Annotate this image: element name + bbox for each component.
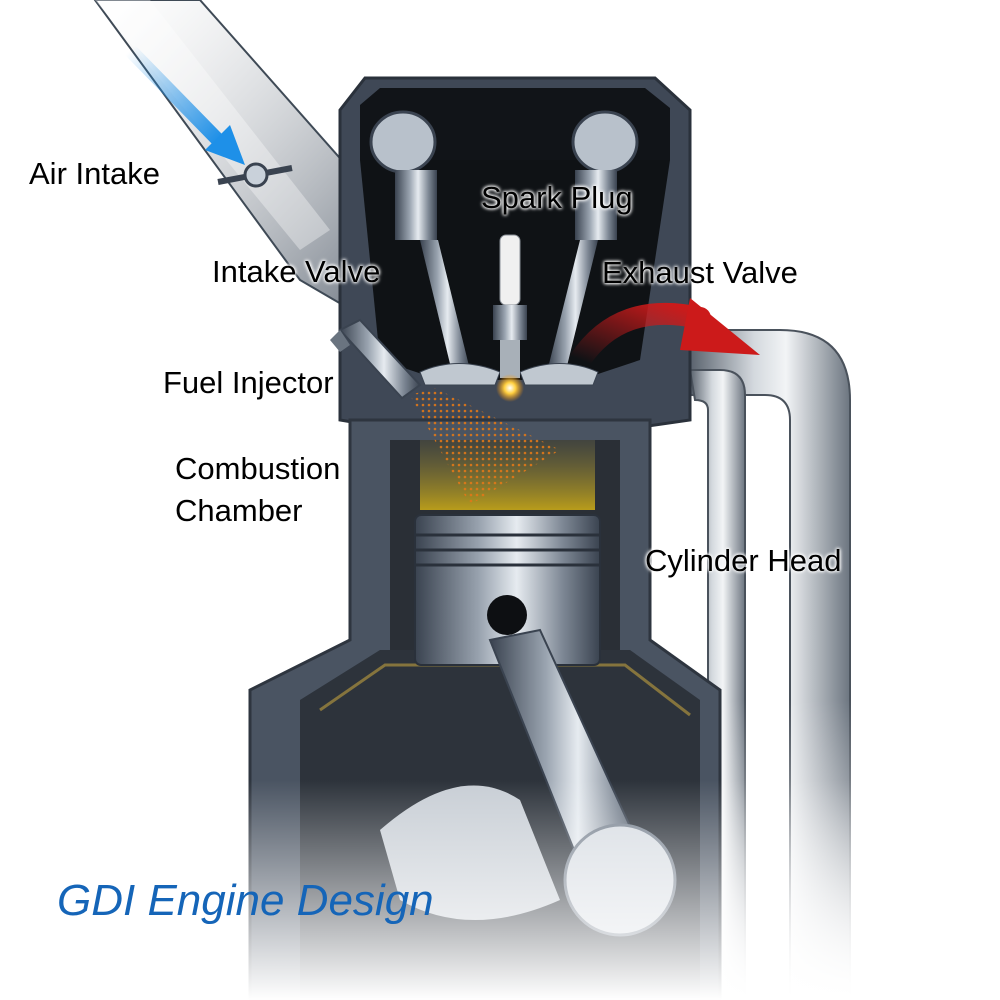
exhaust-valve-assembly — [519, 110, 639, 386]
spark-icon — [496, 374, 524, 402]
spark-plug-assembly — [493, 234, 527, 402]
label-air-intake: Air Intake — [29, 156, 160, 191]
intake-airflow-arrow — [124, 45, 245, 165]
label-fuel-injector: Fuel Injector — [163, 365, 334, 400]
exhaust-flow-arrow — [569, 298, 760, 371]
label-combustion-chamber: Combustion Chamber — [175, 451, 341, 528]
fuel-spray — [410, 388, 560, 505]
fuel-injector-assembly — [330, 318, 422, 400]
diagram-title: GDI Engine Design — [57, 876, 434, 925]
label-spark-plug: Spark Plug — [481, 180, 633, 215]
label-cylinder-head: Cylinder Head — [645, 543, 842, 578]
label-exhaust-valve: Exhaust Valve — [602, 255, 798, 290]
label-intake-valve: Intake Valve — [212, 254, 381, 289]
bottom-fade — [0, 780, 1000, 1000]
intake-valve-assembly — [369, 110, 501, 386]
